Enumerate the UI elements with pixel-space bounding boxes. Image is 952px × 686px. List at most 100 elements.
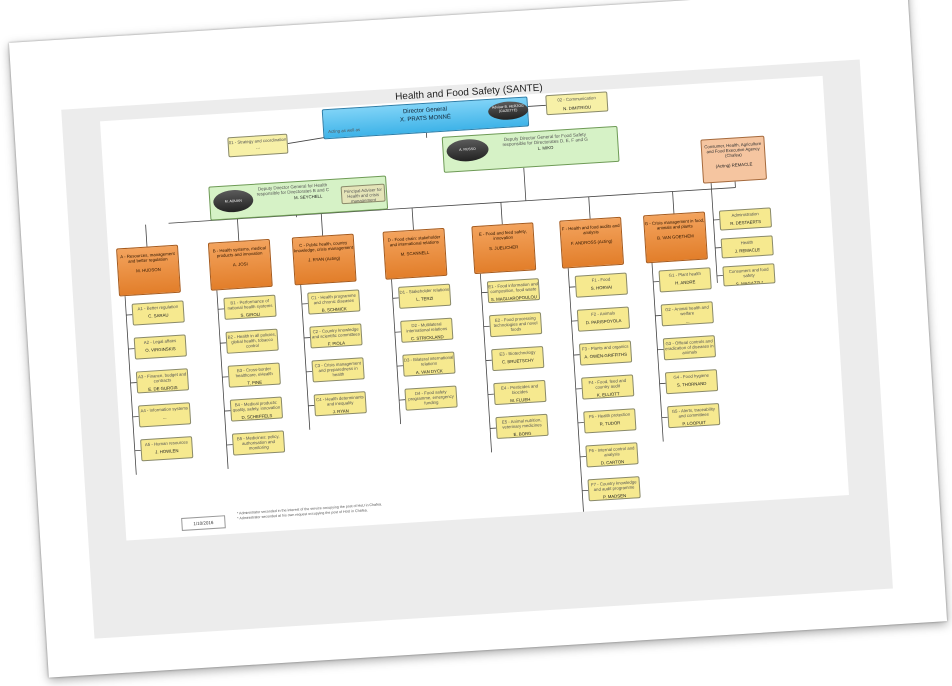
unit-label: E2 - Food processing technologies and no…: [493, 315, 538, 332]
date-box: 1/10/2016: [181, 515, 226, 531]
paper-sheet: Health and Food Safety (SANTE) Director …: [61, 59, 893, 639]
directorate-g: G - Crisis management in food, animals a…: [643, 211, 708, 264]
directorate-c: C - Public health, country knowledge, cr…: [291, 233, 357, 286]
unit-label: B4 - Medical products: quality, safety, …: [232, 399, 281, 413]
unit-box: E1 - Food information and composition, f…: [486, 278, 541, 304]
chafea-unit-label: Administration: [731, 211, 759, 218]
directorate-head-name: M. SCANNELL: [400, 249, 430, 257]
directorate-label: G - Crisis management in food, animals a…: [644, 217, 705, 231]
unit-label: D3 - Bilateral international relations: [403, 354, 454, 367]
directorate-head-name: J. RYAN (Acting): [307, 255, 341, 263]
unit-head-name: D. PARISPOYOLA: [585, 317, 622, 326]
directorate-head-name: B. VAN GOETHEM: [656, 233, 694, 241]
unit-box: C2 - Country knowledge and scientific co…: [309, 323, 363, 349]
directorate-label: B - Health systems, medical products and…: [212, 245, 267, 259]
unit-head-name: ...: [162, 414, 167, 420]
unit-box: G2 - Animal health and welfare...: [660, 301, 714, 327]
unit-box: E2 - Food processing technologies and no…: [488, 312, 543, 338]
chafea-unit-label: Consumers and food safety: [728, 266, 769, 279]
unit-label: G5 - Alerts, traceability and committees: [671, 406, 716, 419]
directorate-label: F - Health and food audits and analysis: [561, 222, 620, 236]
unit-head-name: R. TUDOR: [599, 420, 621, 427]
chafea-unit-label: Health: [740, 239, 754, 246]
unit-label: B2 - Health in all policies, global heal…: [227, 331, 277, 349]
unit-label: C2 - Country knowledge and scientific co…: [311, 326, 361, 340]
unit-head-name: H. ANDRE: [675, 279, 696, 286]
unit-label: A5 - Human resources: [144, 439, 188, 448]
directorate-head-name: M. HUDSON: [136, 266, 161, 274]
unit-label: B3 - Cross-border healthcare, eHealth: [235, 366, 273, 379]
unit-label: F5 - Health protection: [588, 411, 631, 420]
unit-box: B2 - Health in all policies, global heal…: [225, 328, 279, 354]
directorate-label: E - Food and feed safety, innovation: [478, 228, 527, 241]
unit-label: F1 - Food: [591, 276, 611, 283]
unit-label: C4 - Health determinants and inequality: [315, 394, 364, 407]
chafea-unit-head-name: R. DESTAERTS: [730, 219, 762, 226]
unit-box: F7 - Country knowledge and audit program…: [587, 476, 641, 502]
unit-label: D2 - Multilateral international relation…: [406, 321, 448, 334]
unit-label: A2 - Legal affairs: [143, 337, 177, 346]
unit-head-name: J. HOWLEN: [155, 448, 179, 455]
unit-label: C3 - Crisis management and preparedness …: [314, 360, 362, 378]
unit-label: G4 - Food hygiene: [673, 372, 710, 380]
directorate-head-name: S. JUELICHER: [489, 244, 519, 252]
unit-head-name: A. OWEN-GRIFFITHS: [584, 351, 628, 360]
unit-label: G1 - Plant health: [668, 270, 702, 278]
directorate-b: B - Health systems, medical products and…: [207, 238, 273, 291]
deputy-health-adviser-box: Principal Adviser for Health and crisis …: [340, 183, 386, 205]
unit-label: A4 - Information systems: [140, 405, 189, 414]
directorate-label: A - Resources, management and better reg…: [120, 250, 175, 264]
unit-head-name: L. TERZI: [416, 295, 434, 302]
directorate-a: A - Resources, management and better reg…: [116, 244, 181, 297]
unit-box: D4 - Food safety programme, emergency fu…: [404, 385, 458, 411]
unit-box: G3 - Official controls and eradication o…: [662, 335, 717, 361]
directorate-d: D - Food chain: stakeholder and internat…: [382, 227, 448, 280]
unit-label: G2 - Animal health and welfare: [664, 304, 709, 317]
deputy-health-adviser-label: Principal Adviser for Health and crisis …: [343, 186, 382, 204]
unit-label: D1 - Stakeholder relations: [399, 286, 450, 295]
communication-box: 02 - Communication N. DIMITRIOU: [545, 91, 609, 116]
chafea-box: Consumer, Health, Agriculture and Food E…: [700, 135, 767, 184]
unit-box: E5 - Animal nutrition, veterinary medici…: [495, 413, 549, 440]
directorate-e: E - Food and feed safety, innovation S. J…: [471, 222, 537, 275]
directorate-label: C - Public health, country knowledge, cr…: [293, 240, 354, 254]
unit-box: A4 - Information systems...: [137, 402, 192, 428]
chafea-title: Consumer, Health, Agriculture and Food E…: [704, 140, 762, 159]
unit-label: E4 - Pesticides and biocides: [500, 383, 539, 395]
photo-print: Health and Food Safety (SANTE) Director …: [8, 0, 948, 678]
unit-label: G3 - Official controls and eradication o…: [665, 338, 714, 356]
unit-head-name: S. THORNAND: [676, 380, 707, 388]
unit-label: A3 - Finance, budget and contracts: [137, 371, 187, 384]
unit-label: A1 - Better regulation: [137, 303, 179, 312]
unit-box: B5 - Medicines: policy, authorisation an…: [231, 430, 286, 456]
directorate-label: D - Food chain: stakeholder and internat…: [387, 234, 441, 248]
unit-label: E1 - Food information and composition, f…: [488, 281, 539, 295]
communication-label: 02 - Communication: [557, 95, 596, 103]
unit-label: C1 - Health programme and chronic diseas…: [310, 292, 357, 306]
org-chart: Health and Food Safety (SANTE) Director …: [100, 75, 849, 541]
unit-box: C3 - Crisis management and preparedness …: [311, 357, 365, 383]
unit-label: F4 - Food, feed and country audit: [588, 377, 627, 390]
unit-label: E5 - Animal nutrition, veterinary medici…: [501, 417, 542, 430]
unit-label: F3 - Plants and organics: [581, 343, 629, 352]
unit-label: F7 - Country knowledge and audit program…: [590, 479, 637, 493]
